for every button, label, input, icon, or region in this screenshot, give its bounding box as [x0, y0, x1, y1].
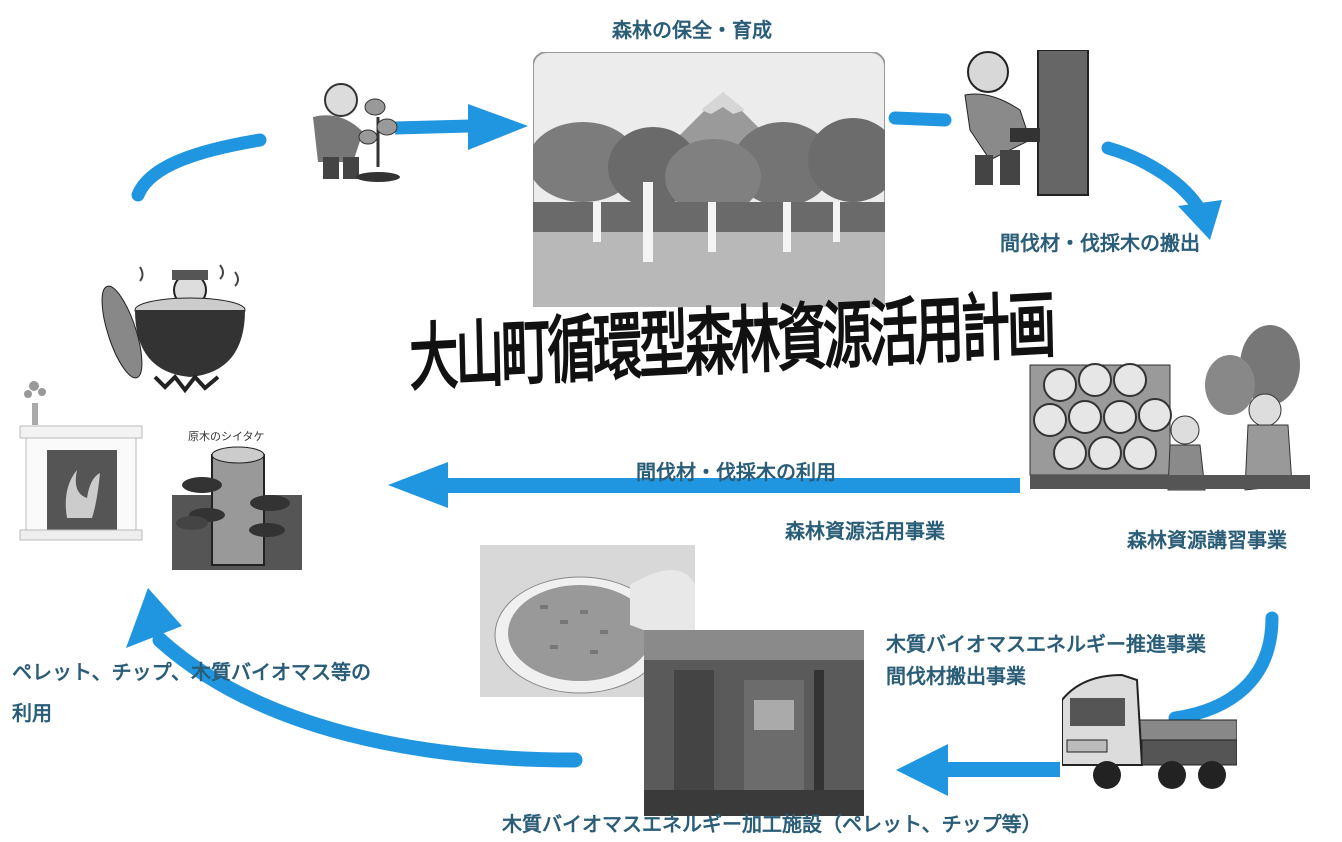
log-pile-illustration	[1029, 325, 1310, 491]
lumberjack-illustration	[964, 50, 1089, 196]
arrow-export-curve	[1101, 141, 1207, 217]
bath-pot-illustration	[101, 264, 246, 394]
forest-conservation-label: 森林の保全・育成	[612, 18, 772, 42]
pellet-use-label-line2: 利用	[12, 701, 52, 725]
arrowhead-thinning-use	[388, 462, 448, 508]
biomass-promotion-label: 木質バイオマスエネルギー推進事業	[886, 632, 1206, 656]
shiitake-log-illustration	[172, 446, 302, 570]
thinning-export-label: 間伐材・伐採木の搬出	[1000, 231, 1200, 255]
arrow-truck-to-facility-shaft	[940, 762, 1060, 777]
shiitake-caption: 原木のシイタケ	[188, 430, 265, 443]
arrow-forest-to-lumberjack	[888, 111, 952, 127]
thinning-use-label: 間伐材・伐採木の利用	[636, 460, 836, 484]
wood-stove-illustration	[19, 381, 143, 541]
truck-illustration	[1062, 673, 1237, 789]
pellet-use-label-line1: ペレット、チップ、木質バイオマス等の	[12, 660, 371, 684]
arrowhead-facility	[896, 744, 948, 796]
arrow-training-to-truck	[1168, 611, 1279, 725]
processing-facility-photo	[644, 630, 864, 816]
resource-training-project-label: 森林資源講習事業	[1127, 528, 1287, 552]
resource-use-project-label: 森林資源活用事業	[785, 519, 945, 543]
arrow-planting-to-forest	[131, 133, 267, 202]
arrow-planting-to-forest-2	[394, 119, 471, 135]
processing-facility-label: 木質バイオマスエネルギー加工施設（ペレット、チップ等）	[502, 812, 1042, 836]
arrowhead-export	[1178, 200, 1222, 240]
forest-mountain-illustration	[533, 52, 885, 307]
arrowhead-forest	[468, 104, 528, 150]
arrowhead-use	[126, 588, 182, 648]
thinning-transport-label: 間伐材搬出事業	[886, 664, 1026, 688]
tree-planter-illustration	[313, 83, 400, 182]
arrow-facility-to-use	[152, 632, 583, 768]
arrow-thinning-use-shaft	[440, 478, 1020, 493]
pellet-bowl-photo	[480, 545, 695, 697]
